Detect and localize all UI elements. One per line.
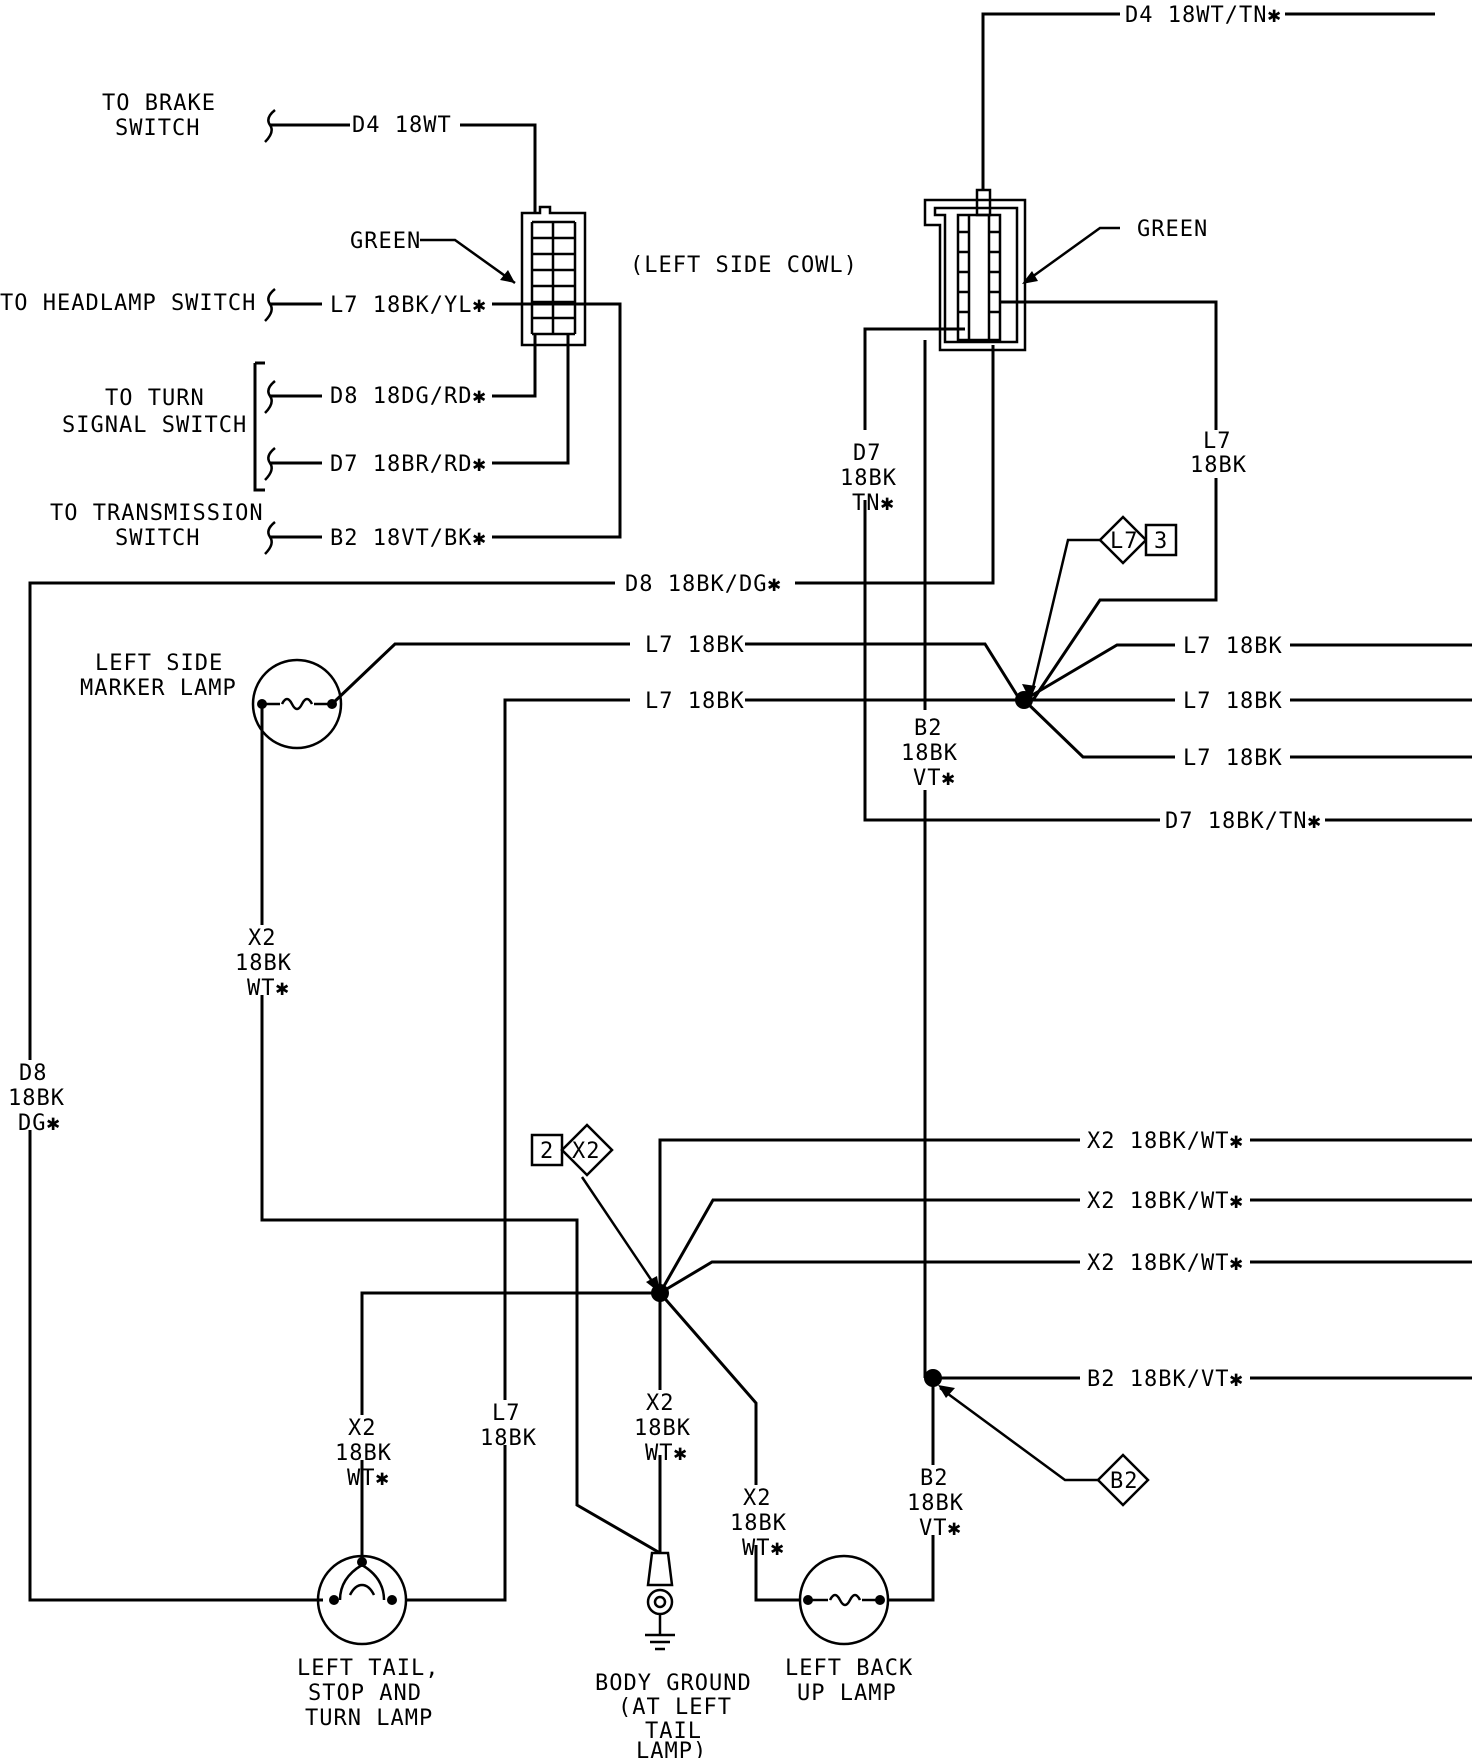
label-left-back-up-lamp: UP LAMP xyxy=(797,1681,897,1706)
wire-x2-vertical-2: X2 xyxy=(348,1416,377,1441)
wire-d8-vertical: 18BK xyxy=(8,1086,65,1111)
label-to-brake-switch: TO BRAKE xyxy=(102,91,216,116)
splice-x2 xyxy=(651,1284,669,1302)
wire-x2-vertical-2: 18BK xyxy=(335,1441,392,1466)
wire-d4-18wt: D4 18WT xyxy=(352,113,452,138)
labels: TO BRAKE SWITCH D4 18WT GREEN (LEFT SIDE… xyxy=(0,3,1322,1758)
label-left-tail-lamp: STOP AND xyxy=(308,1681,422,1706)
wire-d7-18br-rd: D7 18BR/RD✱ xyxy=(330,452,487,477)
wire-x2-vertical-3: WT✱ xyxy=(645,1441,688,1466)
wire-end-marks xyxy=(264,109,276,555)
label-left-side-marker-lamp: MARKER LAMP xyxy=(80,676,237,701)
splice-b2 xyxy=(924,1369,942,1387)
wire-b2-vertical-2: VT✱ xyxy=(919,1516,962,1541)
splice-l7 xyxy=(1015,691,1033,709)
label-left-side-cowl: (LEFT SIDE COWL) xyxy=(630,253,858,278)
label-to-turn-signal: TO TURN xyxy=(105,386,205,411)
wire-l7-vertical-2: 18BK xyxy=(480,1426,537,1451)
label-to-turn-signal: SIGNAL SWITCH xyxy=(62,413,247,438)
wire-d4-18wt-tn: D4 18WT/TN✱ xyxy=(1125,3,1282,28)
wire-x2-vertical-2: WT✱ xyxy=(347,1466,390,1491)
wire-l7-18bk-a: L7 18BK xyxy=(645,633,745,658)
right-connector xyxy=(923,188,1120,352)
wire-x2-vertical-1: X2 xyxy=(248,926,277,951)
wire-x2-vertical-1: 18BK xyxy=(235,951,292,976)
label-body-ground: BODY GROUND xyxy=(595,1671,752,1696)
wire-x2-18bk-wt-3: X2 18BK/WT✱ xyxy=(1087,1251,1244,1276)
wire-b2-vertical: 18BK xyxy=(901,741,958,766)
splice-tag-x2-letter: X2 xyxy=(572,1139,601,1164)
wire-l7-18bk-r1: L7 18BK xyxy=(1183,634,1283,659)
body-ground-symbol xyxy=(645,1551,675,1651)
left-cowl-connector xyxy=(520,205,587,347)
wire-d8-18bk-dg: D8 18BK/DG✱ xyxy=(625,572,782,597)
wire-l7-18bk-r2: L7 18BK xyxy=(1183,689,1283,714)
wire-d7-vertical: TN✱ xyxy=(852,491,895,516)
wire-l7-vertical-2: L7 xyxy=(492,1401,521,1426)
label-to-brake-switch: SWITCH xyxy=(115,116,200,141)
wire-b2-vertical: VT✱ xyxy=(913,766,956,791)
wire-d8-18dg-rd: D8 18DG/RD✱ xyxy=(330,384,487,409)
label-green-right: GREEN xyxy=(1137,217,1208,242)
left-side-marker-lamp xyxy=(251,658,343,750)
label-left-side-marker-lamp: LEFT SIDE xyxy=(95,651,223,676)
left-back-up-lamp xyxy=(798,1554,890,1646)
wire-x2-vertical-3: 18BK xyxy=(634,1416,691,1441)
wire-l7-18bk-r3: L7 18BK xyxy=(1183,746,1283,771)
left-tail-stop-turn-lamp xyxy=(316,1554,408,1646)
wire-x2-18bk-wt-1: X2 18BK/WT✱ xyxy=(1087,1129,1244,1154)
label-to-headlamp-switch: TO HEADLAMP SWITCH xyxy=(0,291,256,316)
splice-tag-b2 xyxy=(1096,1453,1150,1507)
wire-d7-vertical: D7 xyxy=(853,441,882,466)
splice-tag-l7-letter: L7 xyxy=(1110,529,1139,554)
label-left-tail-lamp: LEFT TAIL, xyxy=(297,1656,439,1681)
splice-tag-x2-number: 2 xyxy=(540,1139,554,1164)
wire-x2-vertical-4: WT✱ xyxy=(742,1536,785,1561)
wire-x2-vertical-4: X2 xyxy=(743,1486,772,1511)
wire-x2-vertical-4: 18BK xyxy=(730,1511,787,1536)
main-wiring xyxy=(28,12,1472,1602)
wire-b2-18bk-vt: B2 18BK/VT✱ xyxy=(1087,1367,1244,1392)
label-left-tail-lamp: TURN LAMP xyxy=(305,1706,433,1731)
wire-x2-18bk-wt-2: X2 18BK/WT✱ xyxy=(1087,1189,1244,1214)
splice-tag-x2 xyxy=(530,1123,614,1177)
wire-l7-vertical: 18BK xyxy=(1190,453,1247,478)
wire-b2-vertical: B2 xyxy=(914,716,943,741)
wire-d8-vertical: DG✱ xyxy=(18,1111,61,1136)
wire-d7-18bk-tn: D7 18BK/TN✱ xyxy=(1165,809,1322,834)
label-body-ground: TAIL xyxy=(645,1719,702,1744)
left-connector-wires xyxy=(253,123,622,539)
wire-d7-vertical: 18BK xyxy=(840,466,897,491)
wire-l7-18bk-yl: L7 18BK/YL✱ xyxy=(330,293,487,318)
wire-b2-18vt-bk: B2 18VT/BK✱ xyxy=(330,526,487,551)
wire-x2-vertical-3: X2 xyxy=(646,1391,675,1416)
label-green-left: GREEN xyxy=(350,229,421,254)
wire-l7-18bk-b: L7 18BK xyxy=(645,689,745,714)
wire-l7-vertical: L7 xyxy=(1203,429,1232,454)
splice-tag-b2-letter: B2 xyxy=(1110,1469,1139,1494)
splice-tag-l7-number: 3 xyxy=(1154,529,1168,554)
wire-d8-vertical: D8 xyxy=(19,1061,48,1086)
wire-b2-vertical-2: B2 xyxy=(920,1466,949,1491)
label-body-ground: (AT LEFT xyxy=(618,1695,732,1720)
label-to-transmission: SWITCH xyxy=(115,526,200,551)
wire-x2-vertical-1: WT✱ xyxy=(247,976,290,1001)
label-body-ground: LAMP) xyxy=(636,1739,707,1758)
splice-tag-l7 xyxy=(1098,515,1178,565)
label-left-back-up-lamp: LEFT BACK xyxy=(785,1656,913,1681)
wire-b2-vertical-2: 18BK xyxy=(907,1491,964,1516)
label-to-transmission: TO TRANSMISSION xyxy=(50,501,264,526)
